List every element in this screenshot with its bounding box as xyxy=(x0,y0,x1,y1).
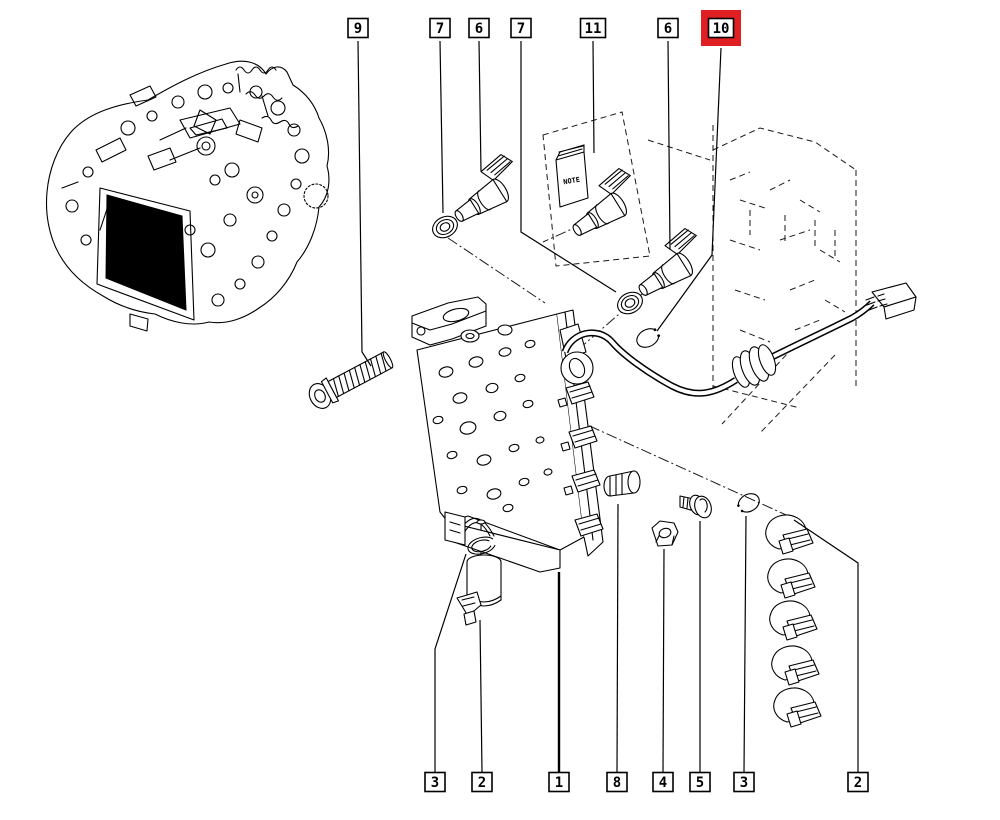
callout-number: 6 xyxy=(664,21,672,37)
speed-sensor-middle xyxy=(572,167,631,236)
callout-number: 3 xyxy=(431,775,439,791)
leader-line-3 xyxy=(434,553,467,772)
callout-box xyxy=(652,771,674,793)
callout-4[interactable]: 4 xyxy=(652,771,674,793)
sensor-washer-left xyxy=(432,215,458,239)
callout-box xyxy=(471,771,493,793)
leader-line-2 xyxy=(479,619,483,773)
sensor-washer-right xyxy=(617,291,643,315)
callout-box xyxy=(510,17,532,39)
callout-6[interactable]: 6 xyxy=(468,17,490,39)
leader-line-6 xyxy=(667,40,671,250)
harness-connector xyxy=(865,282,917,320)
leader-line-6 xyxy=(478,40,482,172)
callout-9[interactable]: 9 xyxy=(347,17,369,39)
callout-number: 2 xyxy=(478,775,486,791)
callout-7[interactable]: 7 xyxy=(510,17,532,39)
callout-3[interactable]: 3 xyxy=(733,771,755,793)
speed-sensor-right xyxy=(638,227,697,296)
transmission-overview-illustration xyxy=(46,60,330,332)
callout-3[interactable]: 3 xyxy=(424,771,446,793)
callout-box xyxy=(548,771,570,793)
callout-box xyxy=(429,17,451,39)
valve-body-assembly xyxy=(411,296,604,573)
callout-1[interactable]: 1 xyxy=(548,771,570,793)
leader-line-3 xyxy=(743,515,747,773)
leader-line-11 xyxy=(592,40,595,154)
banjo-screw xyxy=(679,494,712,519)
callout-number: 6 xyxy=(475,21,483,37)
callout-number: 1 xyxy=(555,775,563,791)
leader-line-7 xyxy=(439,40,444,214)
callout-10-highlighted[interactable]: 10 xyxy=(701,10,741,46)
callout-number: 7 xyxy=(436,21,444,37)
mounting-bolt xyxy=(308,351,394,409)
callout-11[interactable]: 11 xyxy=(579,17,607,39)
leader-line-9 xyxy=(357,40,372,367)
callout-number: 8 xyxy=(613,775,621,791)
solenoid-snap-ring xyxy=(467,536,496,555)
callout-number: 10 xyxy=(713,21,730,37)
single-solenoid xyxy=(456,519,502,626)
callout-2[interactable]: 2 xyxy=(847,771,869,793)
callout-box xyxy=(847,771,869,793)
callout-box xyxy=(579,17,607,39)
callout-number: 4 xyxy=(659,775,667,791)
harness-grommet xyxy=(731,344,777,388)
callout-box xyxy=(707,17,735,39)
leader-line-8 xyxy=(616,503,619,773)
callout-box xyxy=(733,771,755,793)
solenoid-stack xyxy=(765,514,822,728)
housing-ghost-outline xyxy=(647,125,857,434)
callout-number: 5 xyxy=(696,775,704,791)
leader-line-10 xyxy=(656,47,722,332)
callout-box xyxy=(606,771,628,793)
callout-box xyxy=(657,17,679,39)
valve-body-location-highlight xyxy=(105,194,187,311)
callout-box xyxy=(689,771,711,793)
harness-o-ring xyxy=(636,328,661,348)
callout-6[interactable]: 6 xyxy=(657,17,679,39)
callout-number: 3 xyxy=(740,775,748,791)
callout-2[interactable]: 2 xyxy=(471,771,493,793)
callout-number: 11 xyxy=(585,21,602,37)
speed-sensor-left xyxy=(454,153,513,222)
callout-5[interactable]: 5 xyxy=(689,771,711,793)
valve-body-holes xyxy=(432,339,553,513)
note-booklet: NOTE xyxy=(542,111,651,267)
shaft-snap-ring xyxy=(737,493,760,513)
callout-number: 2 xyxy=(854,775,862,791)
callout-number: 9 xyxy=(354,21,362,37)
callout-7[interactable]: 7 xyxy=(429,17,451,39)
note-booklet-label: NOTE xyxy=(563,176,581,187)
callout-box xyxy=(424,771,446,793)
leader-line-2 xyxy=(793,519,859,772)
callout-8[interactable]: 8 xyxy=(606,771,628,793)
end-plug xyxy=(603,470,641,497)
wiring-harness xyxy=(561,282,917,397)
lock-nut xyxy=(651,520,679,547)
callout-layer: 9 7 6 7 11 6 10 3 2 1 8 4 5 3 2 xyxy=(347,10,869,793)
callout-number: 7 xyxy=(517,21,525,37)
callout-box xyxy=(347,17,369,39)
leader-line-7 xyxy=(520,41,617,293)
callout-box xyxy=(468,17,490,39)
leader-line-4 xyxy=(662,548,665,773)
